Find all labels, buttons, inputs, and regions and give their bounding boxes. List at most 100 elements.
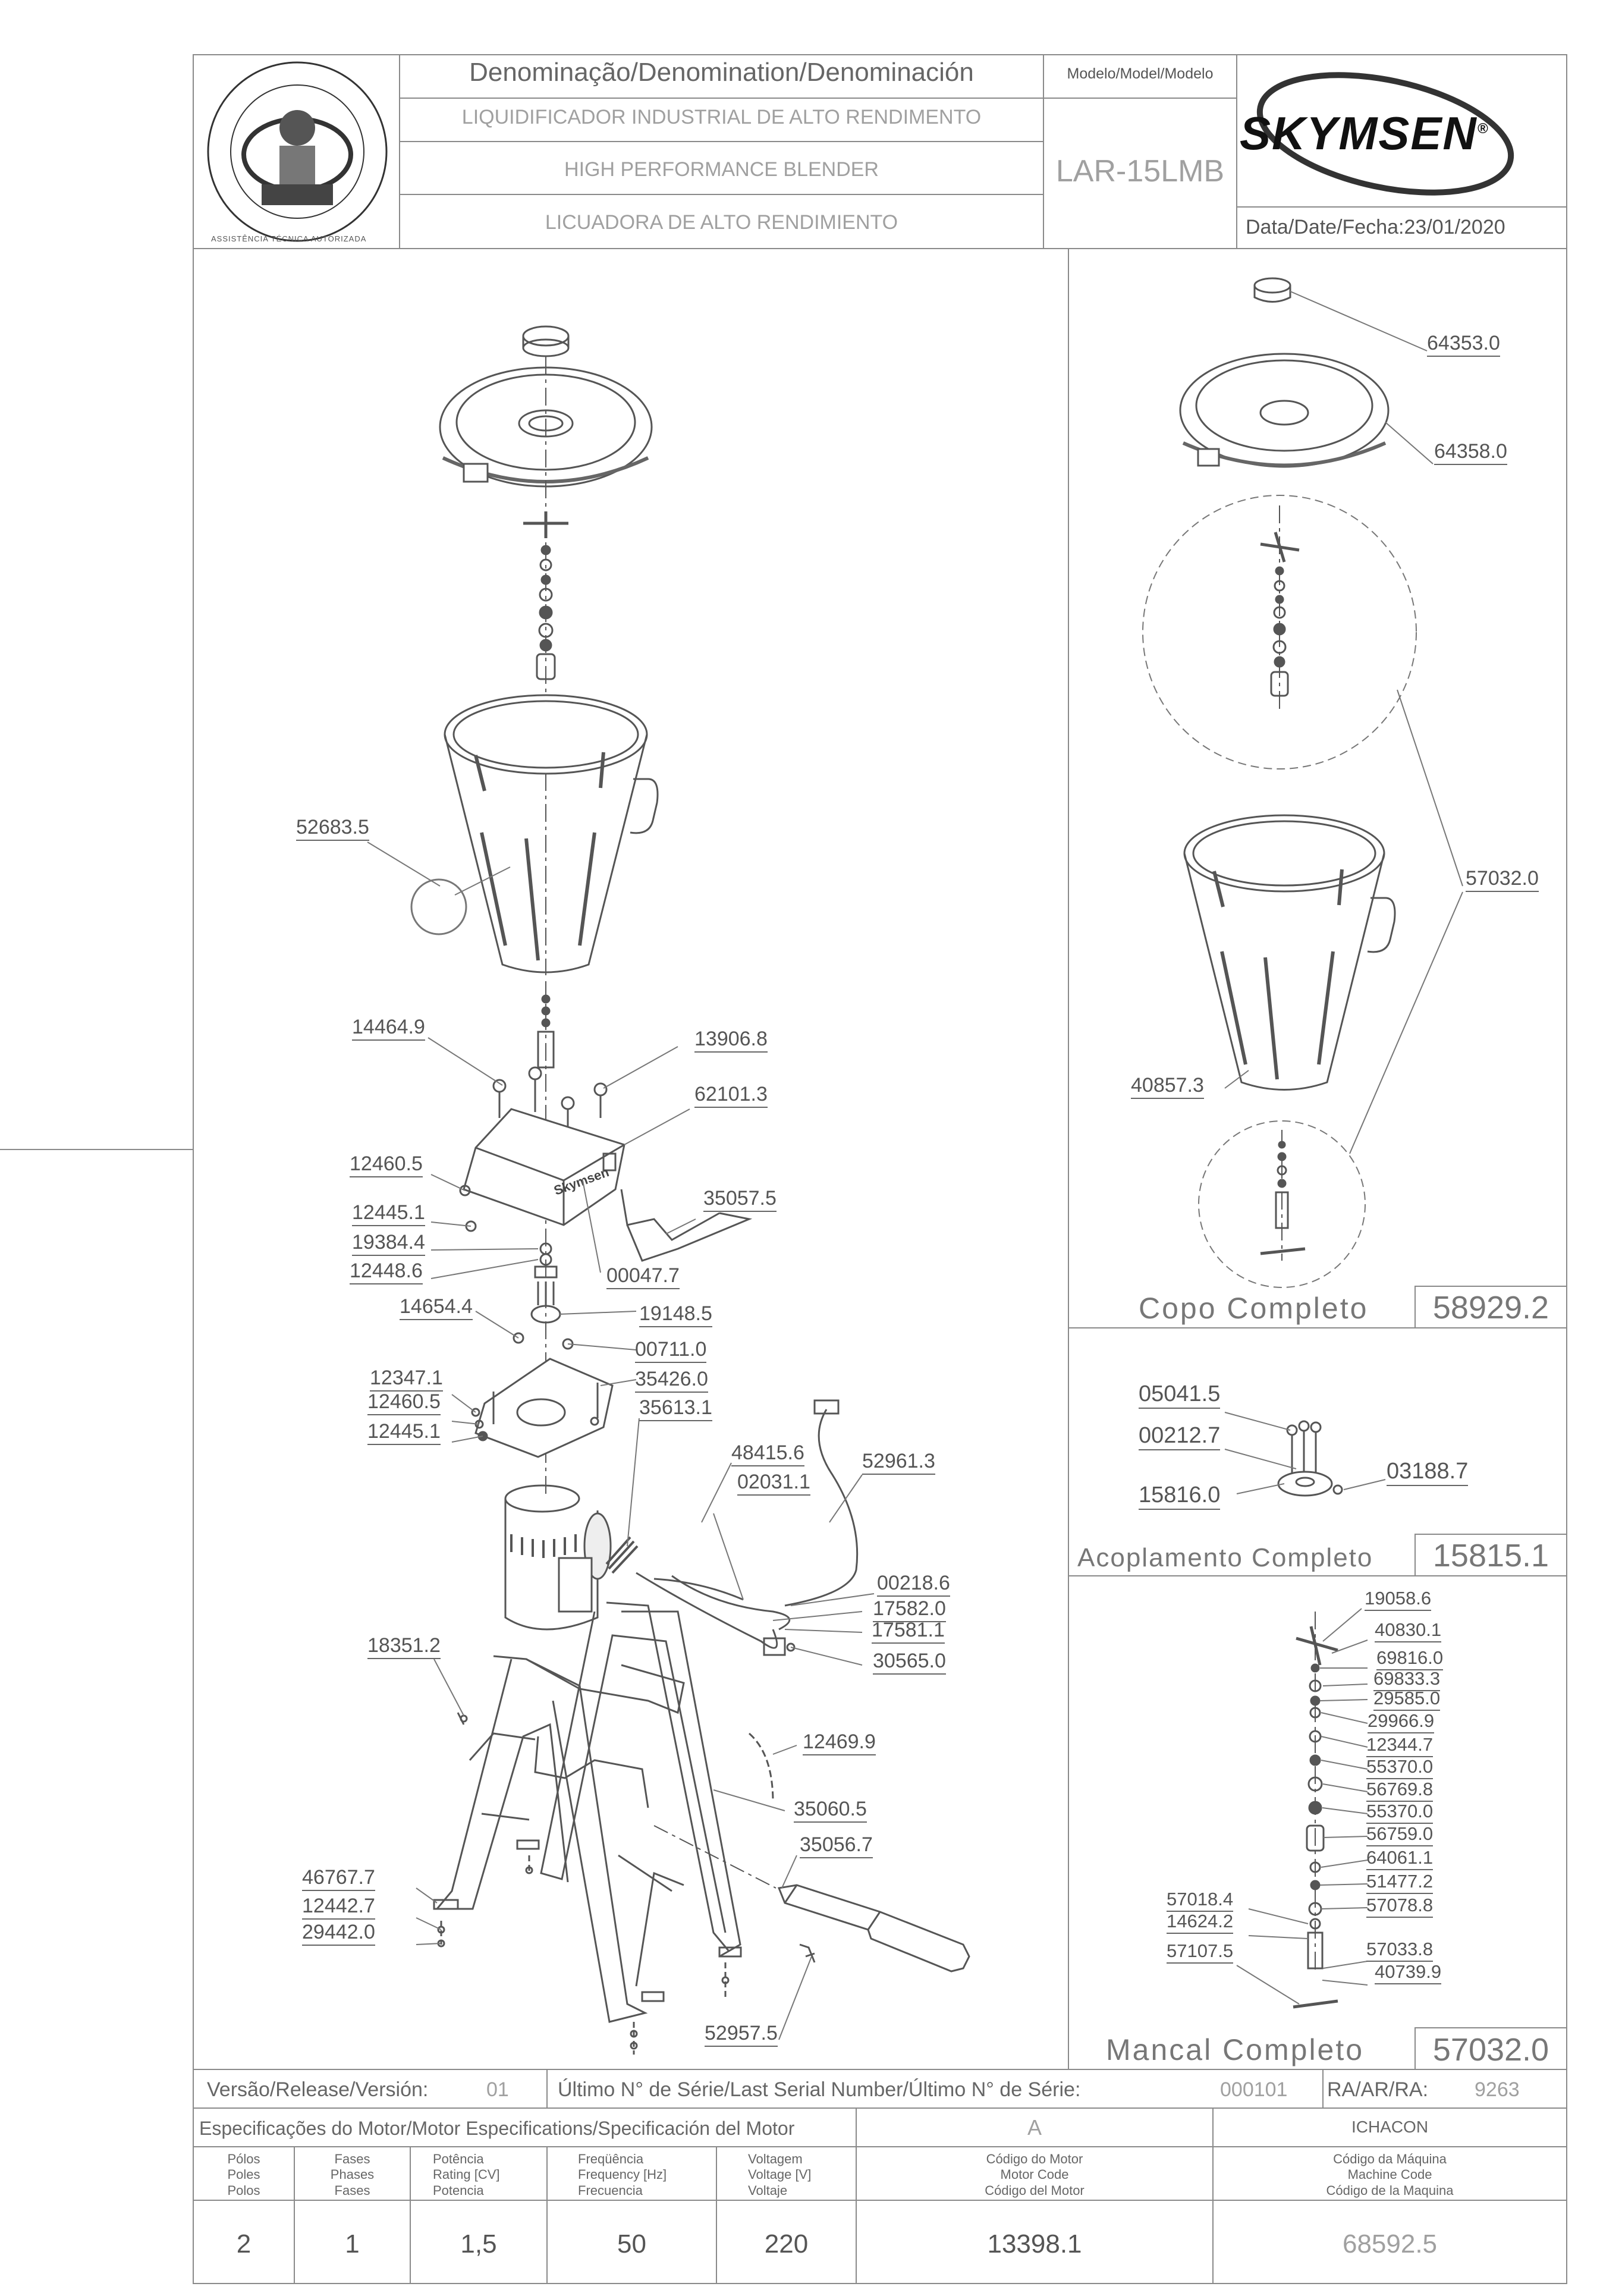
part-label: 00218.6	[877, 1573, 950, 1597]
part-label: 35056.7	[800, 1835, 873, 1858]
part-label: 12448.6	[350, 1261, 423, 1284]
date-label: Data/Date/Fecha:	[1246, 216, 1404, 238]
part-label: 35060.5	[794, 1799, 867, 1823]
mancal-title: Mancal Completo	[1106, 2033, 1365, 2066]
part-label: 14654.4	[400, 1296, 473, 1320]
part-label: 12469.9	[803, 1732, 876, 1755]
header-line: Motor Code	[1000, 2167, 1069, 2182]
part-label: 12347.1	[370, 1368, 443, 1392]
mancal-view	[1236, 1608, 1368, 2009]
copo-title: Copo Completo	[1139, 1292, 1369, 1325]
part-label: 69833.3	[1373, 1669, 1441, 1691]
part-label: 14624.2	[1167, 1912, 1234, 1934]
part-label: 51477.2	[1366, 1872, 1434, 1894]
header-line: Potência	[433, 2151, 484, 2166]
part-label: 17582.0	[873, 1598, 946, 1622]
main-leader-lines	[367, 841, 875, 2040]
value-machine-code: 68592.5	[1342, 2229, 1438, 2259]
header-line: Potencia	[433, 2182, 484, 2198]
acoplamento-code: 15815.1	[1432, 1538, 1549, 1573]
header-line: Fases	[334, 2182, 370, 2198]
sheet-border	[193, 54, 1567, 2284]
part-label: 46767.7	[302, 1867, 375, 1891]
name-english: HIGH PERFORMANCE BLENDER	[564, 158, 879, 181]
part-label: 62101.3	[694, 1084, 768, 1108]
value-phases: 1	[345, 2229, 360, 2259]
registered-mark: ®	[1477, 121, 1489, 137]
brand-logo-swoosh	[1256, 72, 1514, 196]
header-line: Poles	[227, 2167, 260, 2182]
part-label: 00047.7	[606, 1265, 680, 1289]
part-label: 02031.1	[737, 1472, 810, 1496]
header-line: Código de la Maquina	[1326, 2182, 1454, 2198]
header-line: Código do Motor	[986, 2151, 1083, 2166]
part-label: 57078.8	[1366, 1896, 1434, 1918]
date-value: 23/01/2020	[1404, 216, 1505, 238]
part-label: 29966.9	[1368, 1711, 1435, 1733]
part-label: 15816.0	[1139, 1484, 1221, 1510]
header-line: Frequency [Hz]	[578, 2167, 667, 2182]
model-title: Modelo/Model/Modelo	[1067, 65, 1214, 82]
part-label: 64353.0	[1427, 333, 1500, 357]
ra-label: RA/AR/RA:	[1327, 2078, 1429, 2101]
part-label: 30565.0	[873, 1651, 946, 1675]
part-label: 13906.8	[694, 1029, 768, 1053]
model-value: LAR-15LMB	[1055, 154, 1225, 189]
part-label: 40830.1	[1375, 1620, 1442, 1642]
part-label: 03188.7	[1387, 1460, 1469, 1486]
part-label: 52683.5	[296, 817, 369, 841]
name-portuguese: LIQUIDIFICADOR INDUSTRIAL DE ALTO RENDIM…	[461, 106, 982, 128]
part-label: 55370.0	[1366, 1802, 1434, 1824]
date-field: Data/Date/Fecha:23/01/2020	[1246, 217, 1505, 237]
part-label: 17581.1	[872, 1620, 945, 1644]
value-poles: 2	[236, 2229, 252, 2259]
header-line: Código del Motor	[985, 2182, 1085, 2198]
copo-completo-view	[1142, 277, 1463, 1288]
part-label: 48415.6	[731, 1443, 804, 1466]
brand-name: SKYMSEN®	[1240, 110, 1489, 156]
serial-value: 000101	[1220, 2078, 1288, 2101]
part-label: 12460.5	[367, 1392, 441, 1415]
part-label: 35057.5	[703, 1188, 777, 1212]
part-label: 19384.4	[352, 1232, 425, 1256]
motor-spec-revision: A	[1027, 2115, 1042, 2140]
part-label: 55370.0	[1366, 1757, 1434, 1779]
part-label: 64061.1	[1366, 1848, 1434, 1870]
value-frequency: 50	[617, 2229, 646, 2259]
part-label: 12445.1	[352, 1202, 425, 1226]
header-line: Frecuencia	[578, 2182, 643, 2198]
part-label: 00212.7	[1139, 1424, 1221, 1450]
part-label: 57032.0	[1466, 868, 1539, 892]
acoplamento-view	[1224, 1412, 1386, 1497]
mancal-code: 57032.0	[1432, 2032, 1549, 2068]
motor-spec-title: Especificações do Motor/Motor Especifica…	[199, 2118, 795, 2139]
part-label: 05041.5	[1139, 1383, 1221, 1409]
part-label: 35426.0	[635, 1369, 708, 1393]
part-label: 64358.0	[1434, 441, 1507, 465]
part-label: 00711.0	[635, 1339, 707, 1363]
header-line: Machine Code	[1347, 2167, 1432, 2182]
part-label: 18351.2	[367, 1635, 441, 1659]
main-exploded-view: Skymsen	[410, 325, 970, 2055]
header-line: Fases	[334, 2151, 370, 2166]
header-line: Phases	[330, 2167, 375, 2182]
part-label: 19058.6	[1365, 1589, 1432, 1611]
part-label: 52961.3	[862, 1451, 935, 1475]
header-line: Rating [CV]	[433, 2167, 500, 2182]
part-label: 52957.5	[705, 2023, 778, 2047]
part-label: 57107.5	[1167, 1942, 1234, 1964]
brand-wordmark: SKYMSEN	[1240, 107, 1478, 159]
header-line: Voltage [V]	[748, 2167, 812, 2182]
part-label: 29442.0	[302, 1922, 375, 1946]
part-label: 69816.0	[1376, 1648, 1444, 1670]
header-line: Voltaje	[748, 2182, 788, 2198]
ra-value: 9263	[1475, 2078, 1520, 2101]
copo-code: 58929.2	[1432, 1290, 1549, 1326]
header-line: Pólos	[227, 2151, 260, 2166]
release-label: Versão/Release/Versión:	[207, 2078, 429, 2101]
